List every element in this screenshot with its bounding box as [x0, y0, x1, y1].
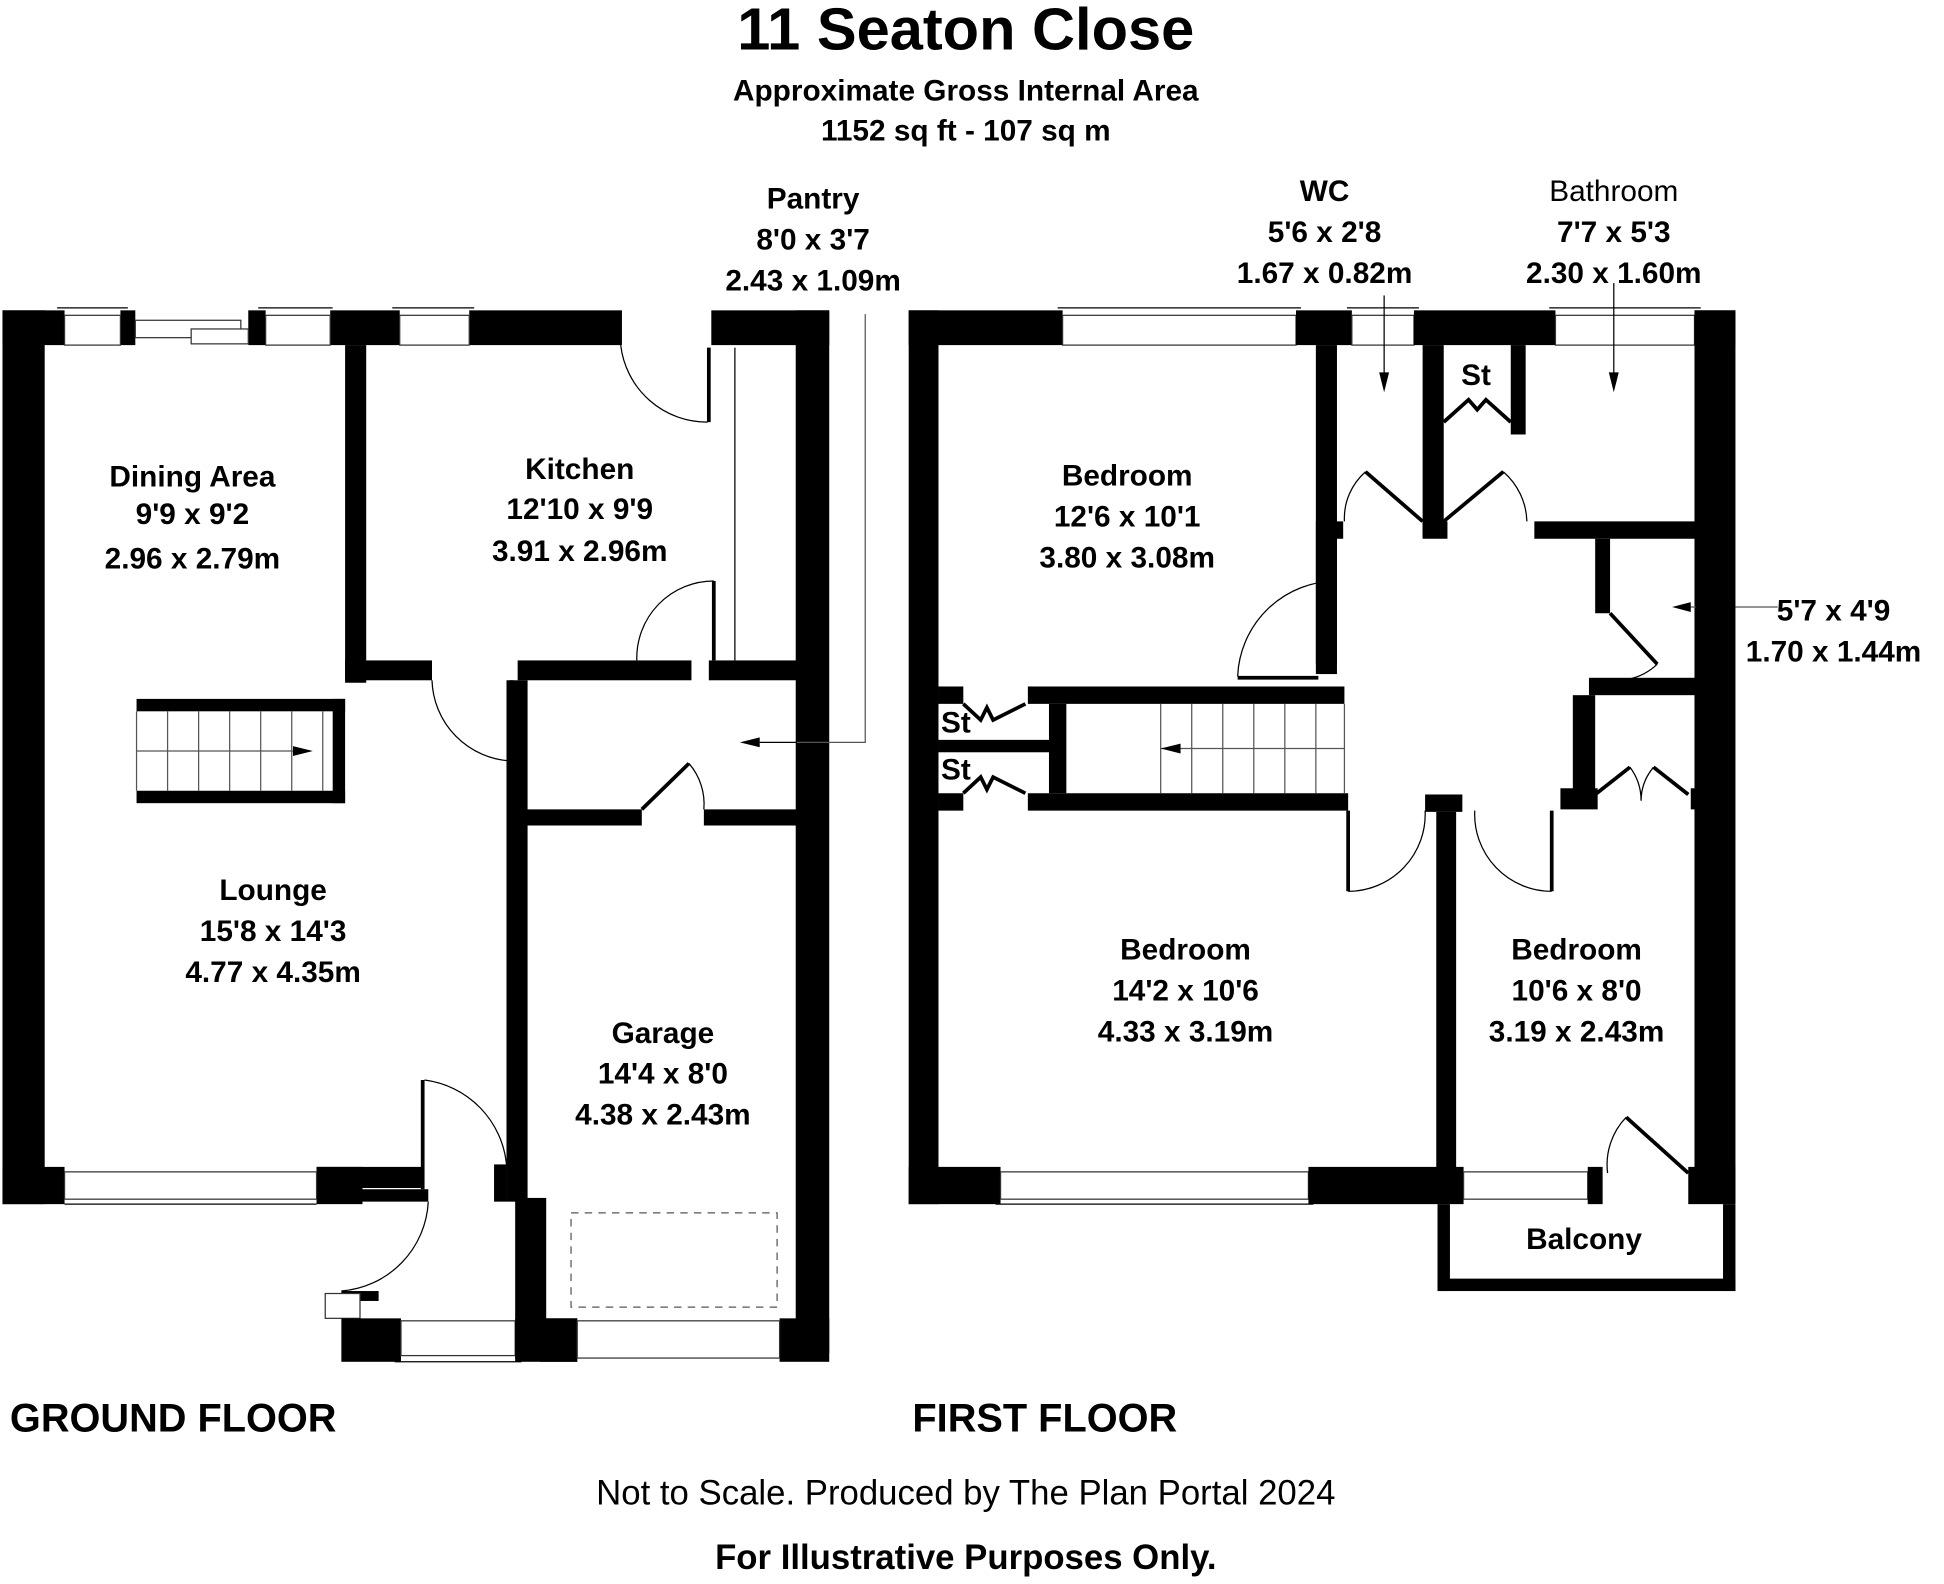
svg-text:1.67 x 0.82m: 1.67 x 0.82m — [1237, 257, 1413, 290]
scale-note: Not to Scale. Produced by The Plan Porta… — [596, 1475, 1335, 1513]
room-lounge: Lounge 15'8 x 14'3 4.77 x 4.35m — [185, 874, 361, 989]
plan-subtitle: Approximate Gross Internal Area — [733, 75, 1199, 108]
svg-text:5'7 x 4'9: 5'7 x 4'9 — [1777, 595, 1891, 628]
svg-text:5'6 x 2'8: 5'6 x 2'8 — [1268, 216, 1382, 249]
first-floor-plan: St — [908, 283, 1778, 1292]
svg-text:Bedroom: Bedroom — [1120, 934, 1251, 967]
svg-text:Bedroom: Bedroom — [1511, 934, 1642, 967]
ground-floor-label: GROUND FLOOR — [10, 1396, 337, 1440]
room-bedroom-1: Bedroom 12'6 x 10'1 3.80 x 3.08m — [1039, 459, 1215, 574]
room-bedroom-3: Bedroom 10'6 x 8'0 3.19 x 2.43m — [1489, 934, 1665, 1049]
storage-label: St — [1461, 359, 1491, 392]
svg-text:14'2 x 10'6: 14'2 x 10'6 — [1112, 975, 1259, 1008]
svg-text:3.80 x 3.08m: 3.80 x 3.08m — [1039, 541, 1215, 574]
svg-text:14'4 x 8'0: 14'4 x 8'0 — [598, 1058, 728, 1091]
svg-text:Balcony: Balcony — [1526, 1223, 1642, 1256]
room-kitchen: Kitchen 12'10 x 9'9 3.91 x 2.96m — [492, 453, 668, 568]
storage-label: St — [941, 706, 971, 739]
room-landing-cupboard: 5'7 x 4'9 1.70 x 1.44m — [1746, 595, 1922, 669]
disclaimer: For Illustrative Purposes Only. — [715, 1539, 1216, 1577]
svg-text:3.91 x 2.96m: 3.91 x 2.96m — [492, 535, 668, 568]
plan-area: 1152 sq ft - 107 sq m — [821, 114, 1111, 147]
svg-text:12'10 x 9'9: 12'10 x 9'9 — [506, 493, 653, 526]
svg-text:Kitchen: Kitchen — [525, 453, 634, 486]
room-pantry: Pantry 8'0 x 3'7 2.43 x 1.09m — [725, 183, 901, 298]
room-dining-area: Dining Area 9'9 x 9'2 2.96 x 2.79m — [105, 461, 281, 576]
svg-text:4.33 x 3.19m: 4.33 x 3.19m — [1098, 1016, 1274, 1049]
svg-text:9'9 x 9'2: 9'9 x 9'2 — [136, 498, 250, 531]
svg-text:Bedroom: Bedroom — [1062, 459, 1193, 492]
svg-text:Dining Area: Dining Area — [109, 461, 275, 494]
svg-text:Bathroom: Bathroom — [1549, 175, 1678, 208]
room-garage: Garage 14'4 x 8'0 4.38 x 2.43m — [575, 1017, 751, 1132]
svg-text:3.19 x 2.43m: 3.19 x 2.43m — [1489, 1016, 1665, 1049]
svg-text:WC: WC — [1300, 175, 1350, 208]
room-balcony: Balcony — [1526, 1223, 1642, 1256]
svg-text:4.77 x 4.35m: 4.77 x 4.35m — [185, 956, 361, 989]
plan-title: 11 Seaton Close — [737, 0, 1194, 63]
svg-text:2.96 x 2.79m: 2.96 x 2.79m — [105, 543, 281, 576]
svg-text:Lounge: Lounge — [219, 874, 327, 907]
svg-text:4.38 x 2.43m: 4.38 x 2.43m — [575, 1099, 751, 1132]
svg-text:1.70 x 1.44m: 1.70 x 1.44m — [1746, 636, 1922, 669]
svg-text:Pantry: Pantry — [767, 183, 860, 216]
svg-text:2.30 x 1.60m: 2.30 x 1.60m — [1526, 257, 1702, 290]
room-bedroom-2: Bedroom 14'2 x 10'6 4.33 x 3.19m — [1098, 934, 1274, 1049]
room-wc: WC 5'6 x 2'8 1.67 x 0.82m — [1237, 175, 1413, 290]
svg-text:15'8 x 14'3: 15'8 x 14'3 — [200, 915, 347, 948]
first-floor-label: FIRST FLOOR — [912, 1396, 1177, 1440]
svg-text:7'7 x 5'3: 7'7 x 5'3 — [1557, 216, 1671, 249]
svg-text:8'0 x 3'7: 8'0 x 3'7 — [756, 224, 870, 257]
svg-text:Garage: Garage — [612, 1017, 715, 1050]
svg-text:12'6 x 10'1: 12'6 x 10'1 — [1054, 500, 1201, 533]
ground-floor-plan — [2, 307, 866, 1363]
svg-text:10'6 x 8'0: 10'6 x 8'0 — [1512, 975, 1642, 1008]
svg-text:2.43 x 1.09m: 2.43 x 1.09m — [725, 264, 901, 297]
storage-label: St — [941, 754, 971, 787]
room-bathroom: Bathroom 7'7 x 5'3 2.30 x 1.60m — [1526, 175, 1702, 290]
